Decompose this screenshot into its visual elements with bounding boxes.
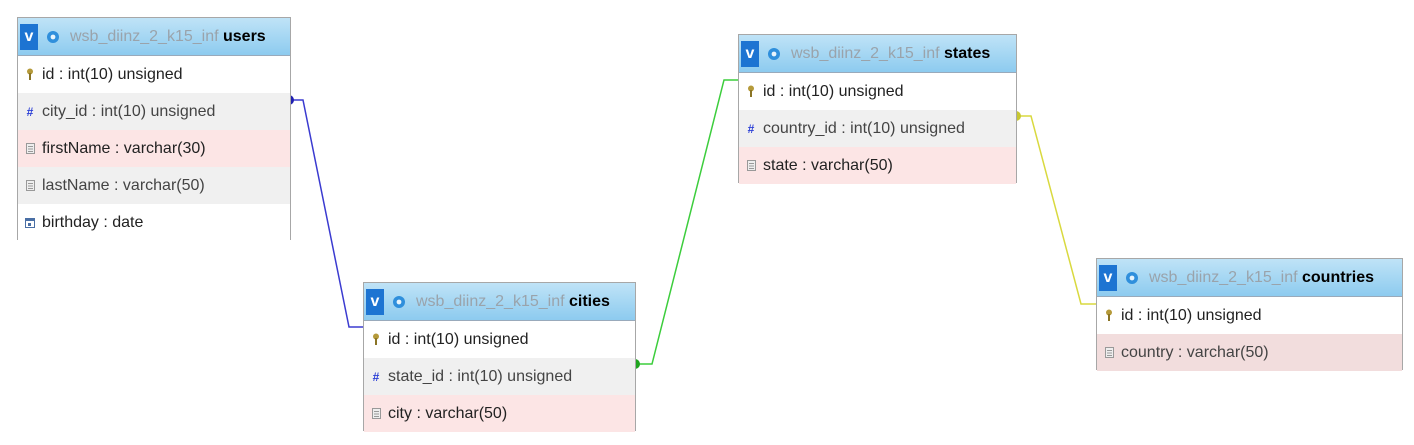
key-icon bbox=[1104, 309, 1114, 323]
table-name: countries bbox=[1302, 268, 1375, 286]
table-states[interactable]: v wsb_diinz_2_k15_inf states id : int(10… bbox=[738, 34, 1017, 184]
database-name: wsb_diinz_2_k15_inf bbox=[1149, 268, 1298, 286]
toggle-button[interactable]: v bbox=[1099, 264, 1117, 291]
key-icon bbox=[371, 333, 381, 347]
gear-icon[interactable] bbox=[390, 293, 408, 311]
relation-users-cities bbox=[289, 95, 363, 328]
text-icon bbox=[25, 179, 35, 193]
column-row[interactable]: lastName : varchar(50) bbox=[18, 167, 290, 204]
column-label: id : int(10) unsigned bbox=[388, 330, 529, 348]
hash-icon: # bbox=[372, 369, 380, 384]
column-row[interactable]: # country_id : int(10) unsigned bbox=[739, 110, 1016, 147]
table-header[interactable]: v wsb_diinz_2_k15_inf cities bbox=[364, 283, 635, 321]
column-row[interactable]: id : int(10) unsigned bbox=[364, 321, 635, 358]
column-row[interactable]: # city_id : int(10) unsigned bbox=[18, 93, 290, 130]
column-row[interactable]: id : int(10) unsigned bbox=[739, 73, 1016, 110]
hash-icon: # bbox=[26, 104, 34, 119]
column-label: lastName : varchar(50) bbox=[42, 176, 205, 194]
gear-icon[interactable] bbox=[44, 28, 62, 46]
column-label: country : varchar(50) bbox=[1121, 343, 1269, 361]
table-countries[interactable]: v wsb_diinz_2_k15_inf countries id : int… bbox=[1096, 258, 1403, 371]
column-row[interactable]: firstName : varchar(30) bbox=[18, 130, 290, 167]
table-title: wsb_diinz_2_k15_inf users bbox=[70, 28, 266, 46]
column-row[interactable]: # state_id : int(10) unsigned bbox=[364, 358, 635, 395]
column-label: id : int(10) unsigned bbox=[763, 82, 904, 100]
gear-icon[interactable] bbox=[1123, 269, 1141, 287]
table-cities[interactable]: v wsb_diinz_2_k15_inf cities id : int(10… bbox=[363, 282, 636, 432]
table-title: wsb_diinz_2_k15_inf states bbox=[791, 45, 990, 63]
column-row[interactable]: birthday : date bbox=[18, 204, 290, 241]
column-label: country_id : int(10) unsigned bbox=[763, 119, 965, 137]
relation-cities-states bbox=[635, 79, 738, 369]
relation-states-countries bbox=[1016, 111, 1096, 305]
column-row[interactable]: id : int(10) unsigned bbox=[18, 56, 290, 93]
database-name: wsb_diinz_2_k15_inf bbox=[416, 292, 565, 310]
database-name: wsb_diinz_2_k15_inf bbox=[70, 27, 219, 45]
calendar-icon bbox=[25, 216, 35, 230]
toggle-button[interactable]: v bbox=[366, 288, 384, 315]
text-icon bbox=[746, 159, 756, 173]
hash-icon: # bbox=[747, 121, 755, 136]
column-label: id : int(10) unsigned bbox=[42, 65, 183, 83]
table-name: cities bbox=[569, 292, 610, 310]
column-label: city : varchar(50) bbox=[388, 404, 508, 422]
column-row[interactable]: country : varchar(50) bbox=[1097, 334, 1402, 371]
column-label: id : int(10) unsigned bbox=[1121, 306, 1262, 324]
toggle-button[interactable]: v bbox=[20, 23, 38, 50]
column-row[interactable]: id : int(10) unsigned bbox=[1097, 297, 1402, 334]
text-icon bbox=[371, 407, 381, 421]
table-title: wsb_diinz_2_k15_inf cities bbox=[416, 293, 610, 311]
key-icon bbox=[25, 68, 35, 82]
gear-icon[interactable] bbox=[765, 45, 783, 63]
table-name: users bbox=[223, 27, 266, 45]
column-label: firstName : varchar(30) bbox=[42, 139, 206, 157]
database-name: wsb_diinz_2_k15_inf bbox=[791, 44, 940, 62]
table-header[interactable]: v wsb_diinz_2_k15_inf users bbox=[18, 18, 290, 56]
text-icon bbox=[1104, 346, 1114, 360]
key-icon bbox=[746, 85, 756, 99]
toggle-button[interactable]: v bbox=[741, 40, 759, 67]
text-icon bbox=[25, 142, 35, 156]
table-header[interactable]: v wsb_diinz_2_k15_inf states bbox=[739, 35, 1016, 73]
table-header[interactable]: v wsb_diinz_2_k15_inf countries bbox=[1097, 259, 1402, 297]
column-label: birthday : date bbox=[42, 213, 144, 231]
column-label: city_id : int(10) unsigned bbox=[42, 102, 216, 120]
table-title: wsb_diinz_2_k15_inf countries bbox=[1149, 269, 1374, 287]
column-row[interactable]: state : varchar(50) bbox=[739, 147, 1016, 184]
column-label: state_id : int(10) unsigned bbox=[388, 367, 573, 385]
column-label: state : varchar(50) bbox=[763, 156, 893, 174]
table-users[interactable]: v wsb_diinz_2_k15_inf users id : int(10)… bbox=[17, 17, 291, 241]
table-name: states bbox=[944, 44, 991, 62]
column-row[interactable]: city : varchar(50) bbox=[364, 395, 635, 432]
